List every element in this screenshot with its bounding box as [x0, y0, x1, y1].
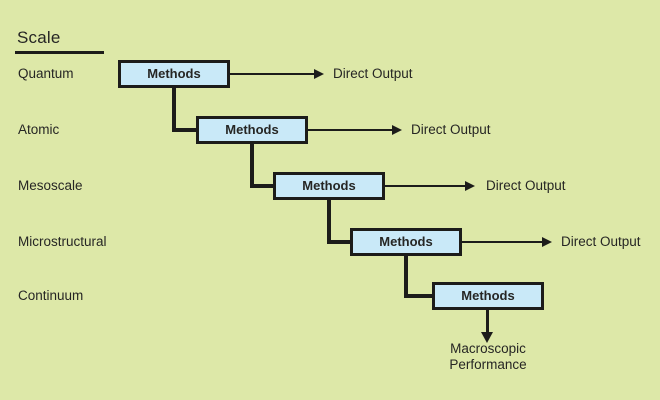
macroscopic-performance-label: Macroscopic Performance	[418, 341, 558, 373]
connector-quantum-atomic-vertical	[172, 88, 176, 132]
connector-atomic-mesoscale-vertical	[250, 144, 254, 188]
connector-microstructural-continuum-vertical	[404, 256, 408, 298]
arrow-continuum-performance	[486, 310, 489, 333]
scale-label-atomic: Atomic	[18, 122, 60, 137]
scale-label-quantum: Quantum	[18, 66, 74, 81]
macroscopic-performance-line2: Performance	[449, 357, 527, 372]
scale-title-underline	[15, 51, 104, 54]
direct-output-label-quantum: Direct Output	[333, 66, 413, 81]
arrowhead-right-icon	[465, 181, 475, 191]
arrow-microstructural-output	[462, 241, 542, 243]
arrowhead-right-icon	[314, 69, 324, 79]
arrowhead-down-icon	[481, 332, 493, 343]
methods-box-quantum: Methods	[118, 60, 230, 88]
macroscopic-performance-line1: Macroscopic	[450, 341, 526, 356]
arrowhead-right-icon	[392, 125, 402, 135]
arrow-quantum-output	[230, 73, 314, 75]
scale-column-title: Scale	[17, 28, 61, 47]
connector-atomic-mesoscale-horizontal	[250, 184, 273, 188]
methods-box-atomic: Methods	[196, 116, 308, 144]
arrow-atomic-output	[308, 129, 392, 131]
scale-label-microstructural: Microstructural	[18, 234, 107, 249]
connector-quantum-atomic-horizontal	[172, 128, 196, 132]
connector-mesoscale-microstructural-vertical	[327, 200, 331, 244]
arrow-mesoscale-output	[385, 185, 465, 187]
direct-output-label-atomic: Direct Output	[411, 122, 491, 137]
connector-mesoscale-microstructural-horizontal	[327, 240, 350, 244]
direct-output-label-microstructural: Direct Output	[561, 234, 641, 249]
direct-output-label-mesoscale: Direct Output	[486, 178, 566, 193]
scale-label-mesoscale: Mesoscale	[18, 178, 83, 193]
methods-box-mesoscale: Methods	[273, 172, 385, 200]
arrowhead-right-icon	[542, 237, 552, 247]
scale-label-continuum: Continuum	[18, 288, 84, 303]
methods-box-microstructural: Methods	[350, 228, 462, 256]
methods-box-continuum: Methods	[432, 282, 544, 310]
connector-microstructural-continuum-horizontal	[404, 294, 432, 298]
